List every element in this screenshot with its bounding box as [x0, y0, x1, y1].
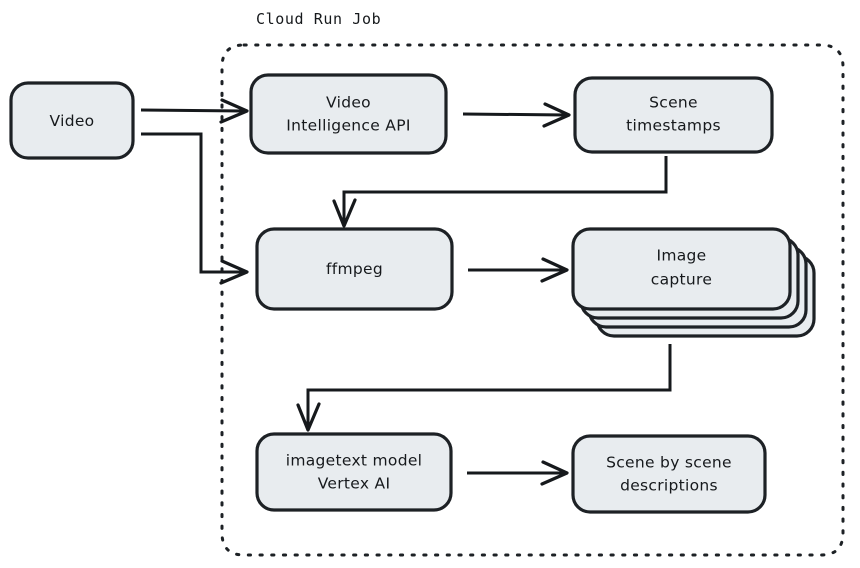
node-video[interactable]: Video — [9, 81, 135, 160]
node-video-shape — [9, 81, 135, 160]
edge-video-intelligence-api-to-scene-timestamps — [462, 102, 571, 128]
node-scene-timestamps-label-line2: timestamps — [626, 117, 721, 135]
node-imagetext-model-shape — [255, 432, 453, 512]
node-scene-timestamps[interactable]: Scene timestamps — [573, 76, 774, 154]
node-ffmpeg-label: ffmpeg — [326, 260, 383, 278]
node-video-intelligence-api-label-line2: Intelligence API — [286, 117, 410, 135]
node-scene-timestamps-shape — [573, 76, 774, 154]
boundary-outline — [220, 43, 845, 557]
node-video-intelligence-api-label-line1: Video — [326, 94, 371, 112]
node-scene-timestamps-label-line1: Scene — [649, 94, 698, 112]
node-video-intelligence-api[interactable]: Video Intelligence API — [249, 73, 448, 155]
node-scene-descriptions-label-line2: descriptions — [620, 477, 718, 495]
node-imagetext-model-label-line1: imagetext model — [286, 452, 423, 470]
node-ffmpeg-shape — [255, 227, 454, 311]
node-video-intelligence-api-shape — [249, 73, 448, 155]
edge-image-capture-to-imagetext-model — [296, 344, 672, 432]
cloud-run-job-boundary: Cloud Run Job — [220, 10, 845, 557]
node-image-capture-label-line1: Image — [656, 247, 706, 265]
edge-ffmpeg-to-image-capture — [468, 257, 569, 283]
edge-video-to-video-intelligence-api — [140, 98, 249, 124]
node-video-label: Video — [50, 112, 95, 130]
node-imagetext-model[interactable]: imagetext model Vertex AI — [255, 432, 453, 512]
edge-scene-timestamps-to-ffmpeg — [332, 156, 668, 228]
edge-video-to-ffmpeg — [141, 132, 249, 285]
node-image-capture-shape — [571, 227, 792, 311]
node-image-capture-label-line2: capture — [651, 271, 712, 289]
node-scene-descriptions-label-line1: Scene by scene — [606, 454, 732, 472]
edge-imagetext-model-to-scene-descriptions — [467, 460, 569, 486]
node-ffmpeg[interactable]: ffmpeg — [255, 227, 454, 311]
node-scene-descriptions-shape — [571, 434, 767, 514]
cloud-run-job-title: Cloud Run Job — [256, 10, 381, 28]
node-scene-descriptions[interactable]: Scene by scene descriptions — [571, 434, 767, 514]
node-image-capture[interactable]: Image capture — [571, 227, 816, 338]
node-imagetext-model-label-line2: Vertex AI — [318, 475, 391, 493]
